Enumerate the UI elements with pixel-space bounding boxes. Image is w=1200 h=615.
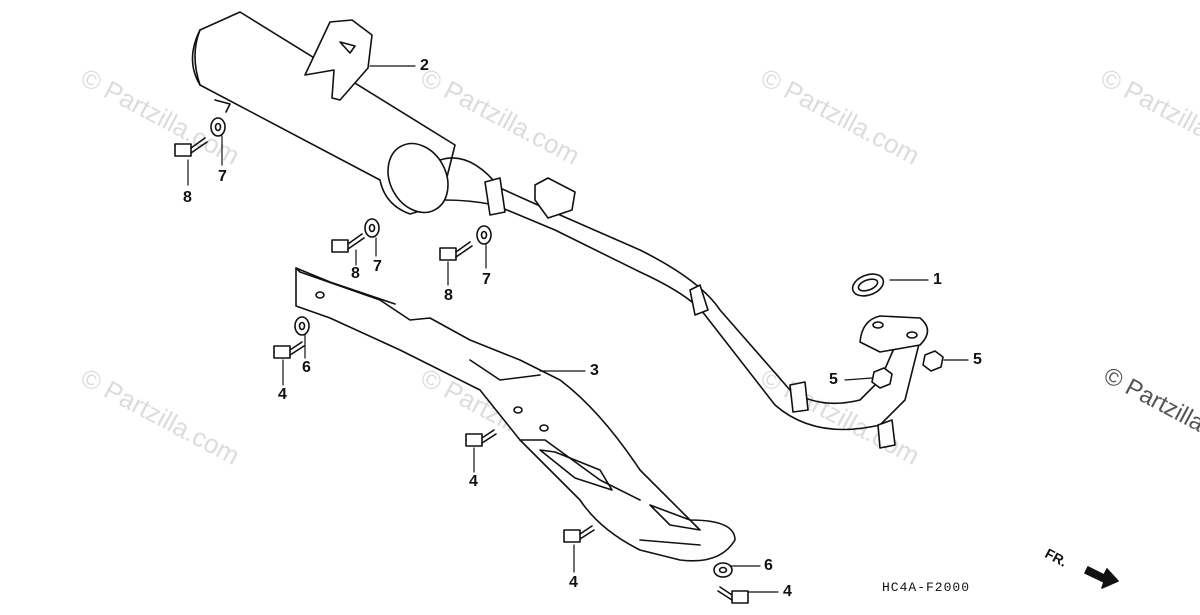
exhaust-pipe (439, 157, 929, 449)
callout-5: 5 (973, 351, 982, 368)
callout-8: 8 (183, 189, 192, 206)
callout-7: 7 (218, 168, 227, 185)
heat-shield (295, 267, 736, 562)
callout-6: 6 (764, 557, 773, 574)
callout-1: 1 (933, 271, 942, 288)
muffler (191, 11, 456, 215)
nuts (871, 350, 944, 389)
bolts (174, 137, 749, 604)
callout-6: 6 (302, 359, 311, 376)
callout-5: 5 (829, 371, 838, 388)
front-direction-arrow (1084, 566, 1119, 589)
gasket (851, 273, 885, 297)
callout-4: 4 (569, 574, 578, 591)
callout-3: 3 (590, 362, 599, 379)
leader-lines (187, 65, 969, 593)
callout-8: 8 (351, 265, 360, 282)
callout-7: 7 (373, 258, 382, 275)
callout-4: 4 (469, 473, 478, 490)
callout-4: 4 (278, 386, 287, 403)
washers (210, 117, 733, 578)
callout-8: 8 (444, 287, 453, 304)
callout-7: 7 (482, 271, 491, 288)
callout-2: 2 (420, 57, 429, 74)
diagram-code: HC4A-F2000 (882, 580, 971, 595)
callout-4: 4 (783, 583, 792, 600)
